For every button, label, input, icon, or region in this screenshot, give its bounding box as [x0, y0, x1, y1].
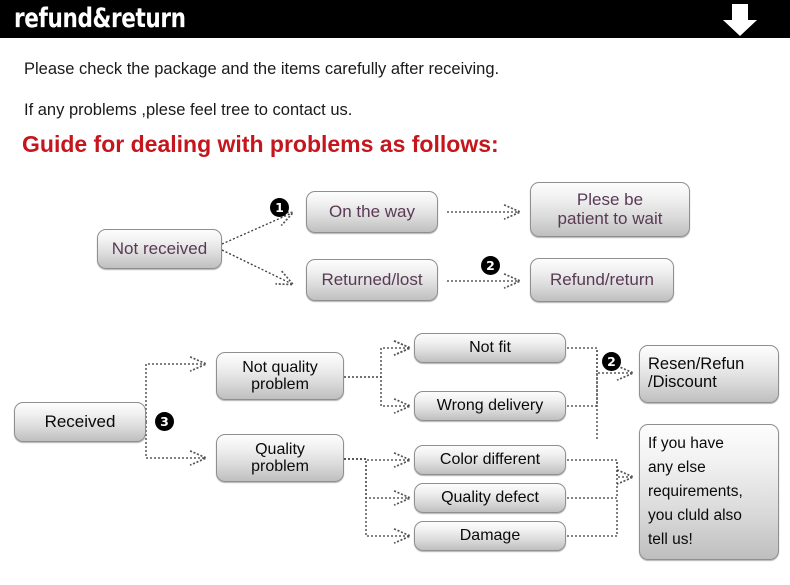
- quality-line-1: Quality: [255, 440, 305, 458]
- box-extra-requirements-note: If you have any else requirements, you c…: [639, 424, 779, 560]
- note-line-2: any else: [648, 458, 706, 476]
- page-title: refund&return: [14, 3, 186, 34]
- box-patient-to-wait[interactable]: Plese be patient to wait: [530, 182, 690, 237]
- box-resend-refund-discount[interactable]: Resen/Refun /Discount: [639, 345, 779, 403]
- down-arrow-icon: [723, 4, 757, 36]
- box-returned-lost[interactable]: Returned/lost: [306, 259, 438, 301]
- patient-line-2: patient to wait: [557, 208, 663, 228]
- box-not-fit[interactable]: Not fit: [414, 333, 566, 363]
- box-not-quality-problem[interactable]: Not quality problem: [216, 352, 344, 400]
- box-received[interactable]: Received: [14, 402, 146, 442]
- note-line-4: you cluld also: [648, 507, 742, 524]
- guide-headline: Guide for dealing with problems as follo…: [22, 131, 499, 157]
- result-line-1: Resen/Refun: [648, 355, 745, 374]
- box-not-received[interactable]: Not received: [97, 229, 222, 269]
- intro-line-1: Please check the package and the items c…: [24, 60, 500, 78]
- not-quality-line-2: problem: [251, 376, 309, 393]
- box-color-different[interactable]: Color different: [414, 445, 566, 475]
- box-on-the-way[interactable]: On the way: [306, 191, 438, 233]
- badge-1: 1: [270, 198, 289, 217]
- patient-line-1: Plese be: [576, 190, 644, 210]
- intro-line-2: If any problems ,plese feel tree to cont…: [24, 101, 353, 119]
- badge-2-bottom: 2: [602, 352, 621, 371]
- quality-line-2: problem: [251, 458, 309, 475]
- badge-3: 3: [155, 412, 174, 431]
- not-quality-line-1: Not quality: [242, 358, 318, 376]
- box-refund-return[interactable]: Refund/return: [530, 258, 674, 302]
- note-line-5: tell us!: [648, 531, 693, 549]
- note-line-3: requirements,: [648, 482, 743, 500]
- box-quality-problem[interactable]: Quality problem: [216, 434, 344, 482]
- result-line-2: /Discount: [648, 373, 717, 391]
- note-line-1: If you have: [648, 434, 724, 452]
- box-damage[interactable]: Damage: [414, 521, 566, 551]
- box-quality-defect[interactable]: Quality defect: [414, 483, 566, 513]
- badge-2-top: 2: [481, 256, 500, 275]
- header-bar: refund&return: [0, 0, 790, 38]
- box-wrong-delivery[interactable]: Wrong delivery: [414, 391, 566, 421]
